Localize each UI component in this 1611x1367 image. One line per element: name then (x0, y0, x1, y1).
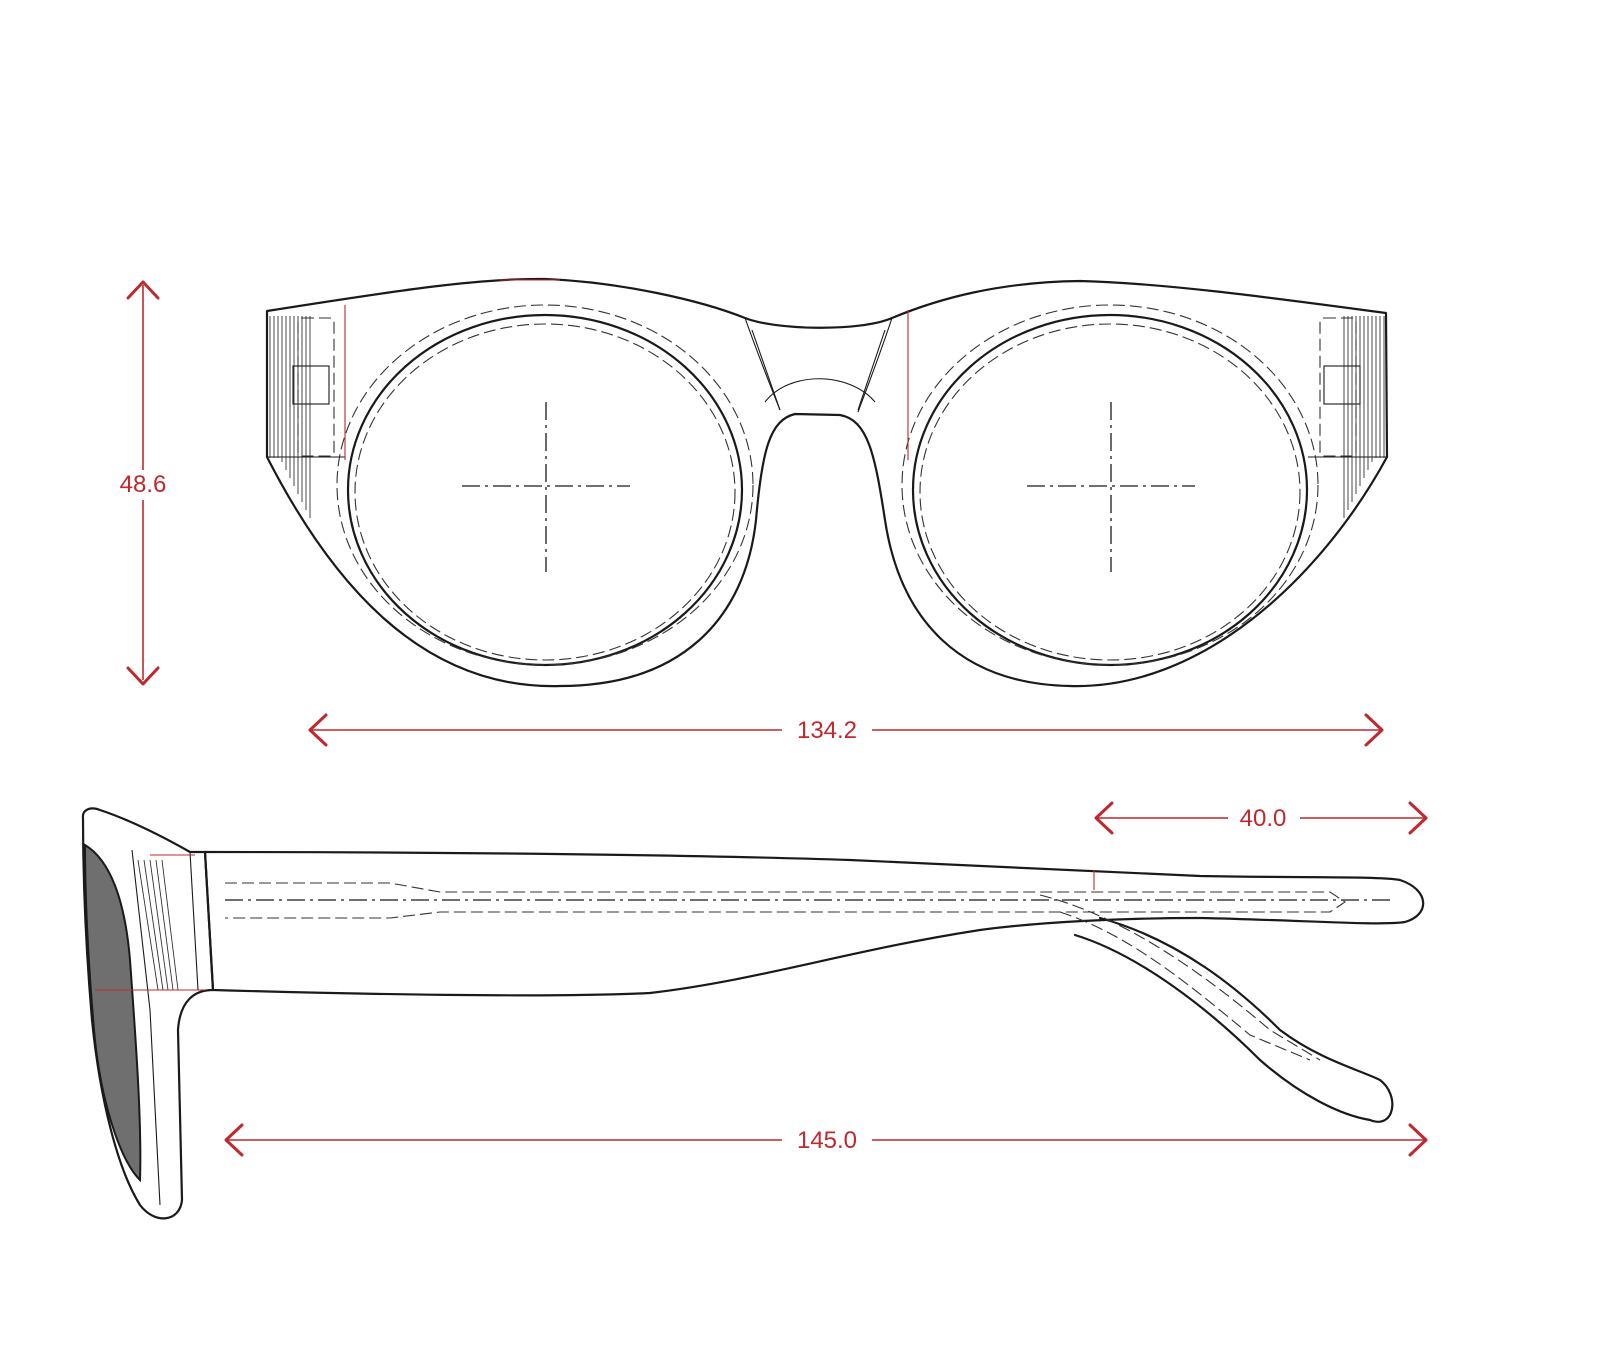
side-rim-hatch (137, 859, 179, 991)
right-lens-groove-inner (919, 323, 1301, 661)
bridge-arch-right (857, 317, 893, 413)
side-rim-outline (81, 807, 215, 1220)
dimension-label-frame-width: 134.2 (797, 717, 857, 744)
dimension-label-temple-tip: 40.0 (1240, 805, 1287, 832)
right-lens-rim (911, 313, 1309, 667)
left-hinge-block (292, 365, 330, 405)
front-view (265, 277, 1389, 688)
temple-bent-core-2 (1059, 911, 1311, 1061)
right-hinge-slot (1319, 317, 1357, 457)
front-frame-outline (265, 277, 1389, 688)
right-endpiece-hatch (1343, 316, 1385, 518)
right-hinge-block (1323, 365, 1361, 405)
dimension-temple-length: 145.0 (224, 1123, 1428, 1157)
side-rim-front (189, 851, 199, 991)
dimension-frame-width: 134.2 (308, 713, 1384, 747)
left-endpiece-hatch (269, 316, 311, 518)
bridge-line-right (857, 329, 886, 411)
bridge-inner-top (764, 378, 876, 403)
side-lens (83, 843, 142, 1183)
bridge-line-left (751, 329, 781, 411)
left-lens-groove-inner (354, 323, 736, 661)
temple-bent-core (1039, 894, 1321, 1061)
dimension-label-temple-length: 145.0 (797, 1127, 857, 1154)
left-lens-rim (346, 313, 744, 667)
temple-core-wire (225, 882, 1346, 919)
right-lens-groove (901, 304, 1319, 666)
dimension-lens-height: 48.6 (120, 280, 167, 686)
temple-outline (203, 850, 1425, 997)
dimension-temple-tip: 40.0 (1094, 801, 1428, 835)
left-lens-groove (336, 304, 754, 666)
side-view (81, 807, 1425, 1220)
side-rim-bevel (131, 849, 161, 1206)
dimension-label-lens-height: 48.6 (120, 471, 167, 498)
temple-bent-tip (1073, 916, 1394, 1123)
